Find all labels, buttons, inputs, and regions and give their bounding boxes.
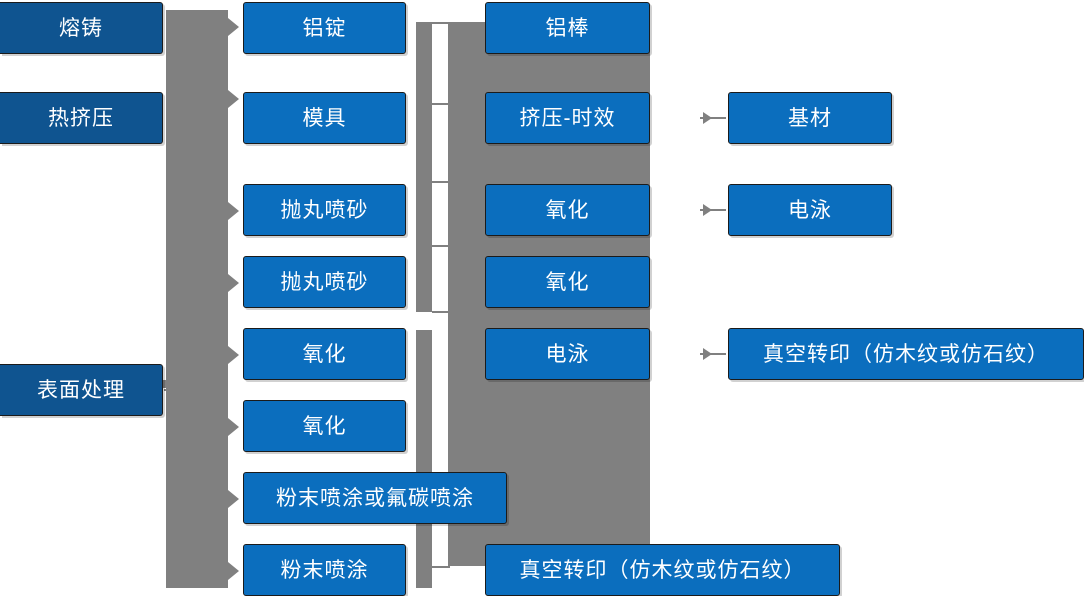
input-box-aluminium-ingot-label: 铝锭 (302, 16, 347, 40)
stage-box-hot-extrusion-label: 热挤压 (48, 106, 114, 130)
input-box-oxidation-1-label: 氧化 (302, 342, 347, 366)
process-box-aluminium-bar[interactable]: 铝棒 (485, 2, 650, 54)
input-box-powder-or-fluorocarbon-coating-label: 粉末喷涂或氟碳喷涂 (276, 486, 474, 510)
arrow-to-input-2 (228, 90, 239, 108)
arrow-line-transfer (700, 353, 726, 355)
arrow-to-input-8 (228, 562, 239, 580)
input-box-powder-or-fluorocarbon-coating[interactable]: 粉末喷涂或氟碳喷涂 (243, 472, 507, 524)
input-box-mould-label: 模具 (302, 106, 347, 130)
input-box-aluminium-ingot[interactable]: 铝锭 (243, 2, 406, 54)
input-box-powder-coating[interactable]: 粉末喷涂 (243, 544, 406, 596)
input-box-shot-blasting-1[interactable]: 抛丸喷砂 (243, 184, 406, 236)
output-box-base-material-label: 基材 (788, 106, 832, 130)
arrow-line-base (700, 117, 726, 119)
process-box-vacuum-transfer[interactable]: 真空转印（仿木纹或仿石纹） (485, 544, 840, 596)
arrow-head-base (703, 112, 712, 124)
arrow-to-input-4 (228, 274, 239, 292)
input-box-oxidation-1[interactable]: 氧化 (243, 328, 406, 380)
left-trunk-connector (166, 10, 228, 588)
process-box-oxidation-1-label: 氧化 (545, 198, 590, 222)
arrow-line-electro (700, 209, 726, 211)
output-box-base-material[interactable]: 基材 (728, 92, 892, 144)
process-box-aluminium-bar-label: 铝棒 (545, 16, 590, 40)
process-box-extrusion-aging-label: 挤压-时效 (519, 106, 616, 130)
stage-3-link-line (164, 389, 186, 391)
arrow-to-input-3 (228, 202, 239, 220)
stage-box-surface-treatment[interactable]: 表面处理 (0, 364, 163, 416)
process-box-extrusion-aging[interactable]: 挤压-时效 (485, 92, 650, 144)
process-box-oxidation-2-label: 氧化 (545, 270, 590, 294)
input-box-oxidation-2[interactable]: 氧化 (243, 400, 406, 452)
mid-rail-left (416, 22, 432, 312)
stage-box-melting-label: 熔铸 (59, 16, 103, 40)
arrow-to-input-7 (228, 490, 239, 508)
tick-row-4 (432, 245, 450, 247)
input-box-shot-blasting-2[interactable]: 抛丸喷砂 (243, 256, 406, 308)
arrow-to-input-6 (228, 418, 239, 436)
stage-box-surface-treatment-label: 表面处理 (37, 378, 125, 402)
input-box-oxidation-2-label: 氧化 (302, 414, 347, 438)
left-trunk-stub-surface (150, 380, 180, 388)
arrow-to-input-1 (228, 18, 239, 36)
output-box-electrophoresis[interactable]: 电泳 (728, 184, 892, 236)
tick-row-2 (432, 103, 450, 105)
input-box-shot-blasting-2-label: 抛丸喷砂 (280, 270, 369, 294)
stage-2-down-connector (166, 146, 184, 176)
stage-1-down-connector (166, 54, 184, 84)
output-box-vacuum-transfer[interactable]: 真空转印（仿木纹或仿石纹） (728, 328, 1084, 380)
mid-rail-left-lower (416, 330, 432, 588)
stage-box-hot-extrusion[interactable]: 热挤压 (0, 92, 163, 144)
process-box-electrophoresis[interactable]: 电泳 (485, 328, 650, 380)
output-box-electrophoresis-label: 电泳 (788, 198, 832, 222)
arrow-head-transfer (703, 348, 712, 360)
process-box-oxidation-1[interactable]: 氧化 (485, 184, 650, 236)
input-box-mould[interactable]: 模具 (243, 92, 406, 144)
arrow-to-input-5 (228, 346, 239, 364)
tick-row-6 (432, 566, 450, 568)
process-box-vacuum-transfer-label: 真空转印（仿木纹或仿石纹） (519, 558, 806, 582)
tick-row-3 (432, 181, 450, 183)
input-box-powder-coating-label: 粉末喷涂 (280, 558, 369, 582)
arrow-head-electro (703, 204, 712, 216)
tick-row-5 (432, 311, 450, 313)
process-box-electrophoresis-label: 电泳 (545, 342, 590, 366)
tick-row-1 (432, 22, 450, 24)
input-box-shot-blasting-1-label: 抛丸喷砂 (280, 198, 369, 222)
stage-box-melting[interactable]: 熔铸 (0, 2, 163, 54)
output-box-vacuum-transfer-label: 真空转印（仿木纹或仿石纹） (763, 342, 1049, 366)
process-box-oxidation-2[interactable]: 氧化 (485, 256, 650, 308)
